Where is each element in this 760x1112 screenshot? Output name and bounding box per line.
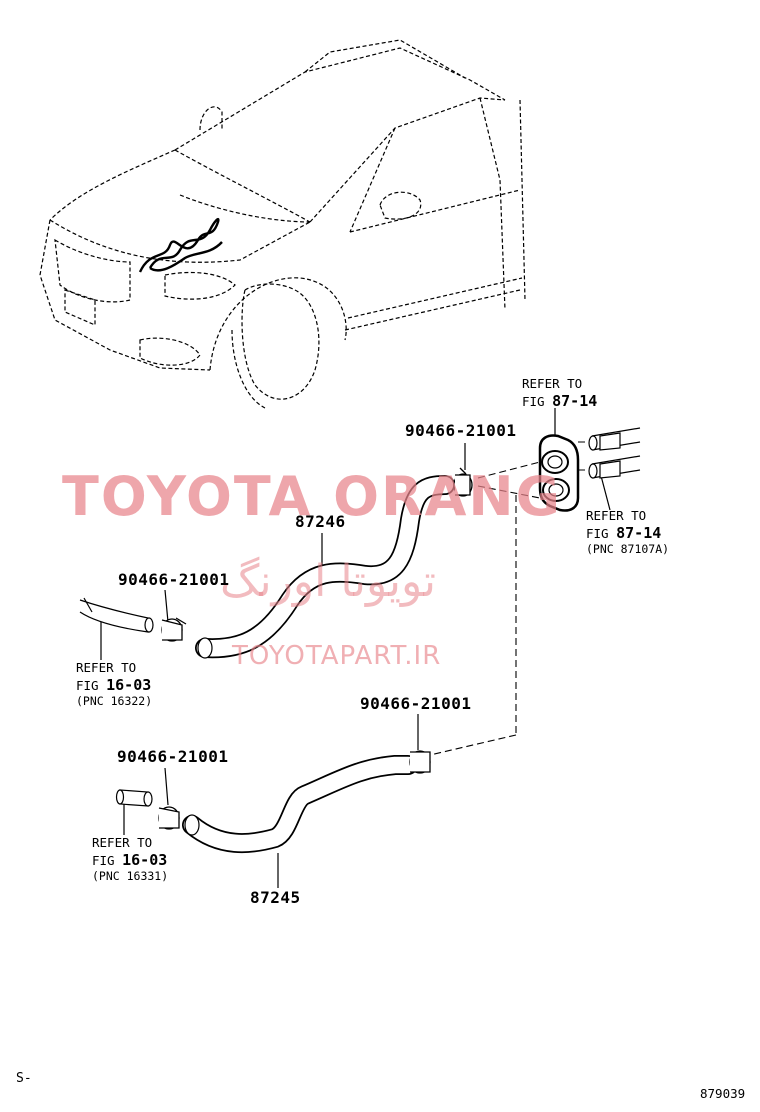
heater-pipes bbox=[588, 427, 641, 479]
reference-fig-prefix: FIG bbox=[522, 393, 545, 409]
callout-clamp-top: 90466-21001 bbox=[405, 421, 517, 440]
reference-figure: FIG 16-03 bbox=[92, 851, 168, 870]
reference-fig-number: 87-14 bbox=[552, 391, 598, 410]
watermark-site: TOYOTAPART.IR bbox=[232, 641, 442, 671]
reference-line: REFER TO bbox=[586, 508, 647, 523]
reference-figure: FIG 87-14 bbox=[522, 392, 597, 411]
pipe-stub-lower-left bbox=[115, 789, 153, 807]
harness-squiggle bbox=[138, 217, 223, 273]
clamp-top bbox=[453, 467, 473, 497]
hose-87246 bbox=[195, 475, 455, 659]
reference-pnc: (PNC 87107A) bbox=[586, 542, 670, 557]
watermark-brand: TOYOTA ORANG bbox=[62, 465, 562, 528]
reference-fig-number: 16-03 bbox=[106, 675, 152, 694]
reference-line: REFER TO bbox=[76, 660, 137, 675]
car-outline bbox=[39, 39, 526, 409]
reference-pnc: (PNC 16322) bbox=[76, 694, 153, 709]
reference-fig-number: 87-14 bbox=[616, 523, 662, 542]
callout-hose-87246: 87246 bbox=[295, 512, 346, 531]
figure-number: 879039 bbox=[700, 1086, 746, 1101]
callout-hose-87245: 87245 bbox=[250, 888, 301, 907]
reference-pnc: (PNC 16331) bbox=[92, 869, 169, 884]
callout-clamp-lower-left: 90466-21001 bbox=[117, 747, 229, 766]
reference-upper-left: REFER TO FIG 16-03 (PNC 16322) bbox=[76, 660, 152, 709]
reference-top-right: REFER TO FIG 87-14 bbox=[522, 376, 597, 410]
reference-fig-prefix: FIG bbox=[586, 525, 609, 541]
reference-lower-left: REFER TO FIG 16-03 (PNC 16331) bbox=[92, 835, 168, 884]
clamp-lower-right bbox=[409, 750, 431, 774]
hose-clamps bbox=[158, 467, 473, 830]
callout-clamp-lower-right: 90466-21001 bbox=[360, 694, 472, 713]
pipe-stub-upper-left bbox=[79, 597, 154, 633]
reference-figure: FIG 16-03 bbox=[76, 676, 152, 695]
reference-fig-prefix: FIG bbox=[92, 852, 115, 868]
reference-line: REFER TO bbox=[522, 376, 583, 391]
hose-87245 bbox=[182, 755, 418, 854]
clamp-lower-left bbox=[158, 806, 180, 830]
reference-fig-prefix: FIG bbox=[76, 677, 99, 693]
heater-grommet bbox=[538, 434, 580, 512]
reference-right: REFER TO FIG 87-14 (PNC 87107A) bbox=[586, 508, 669, 557]
reference-fig-number: 16-03 bbox=[122, 850, 168, 869]
watermark-persian: تویوتا اورنگ bbox=[220, 556, 436, 607]
reference-line: REFER TO bbox=[92, 835, 153, 850]
clamp-upper-left bbox=[161, 617, 187, 642]
callout-clamp-upper-left: 90466-21001 bbox=[118, 570, 230, 589]
reference-figure: FIG 87-14 bbox=[586, 524, 669, 543]
footer-left-mark: S- bbox=[16, 1071, 32, 1086]
